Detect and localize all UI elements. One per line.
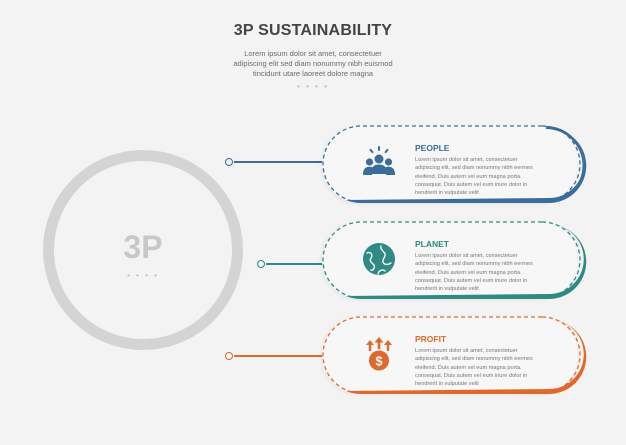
card-background xyxy=(322,316,577,394)
central-dots: • • • • xyxy=(127,271,159,280)
money-growth-icon: $ xyxy=(366,337,392,371)
connector-node-people xyxy=(225,157,233,166)
connector-line-people xyxy=(234,161,324,163)
connector-line-profit xyxy=(234,355,324,357)
page-subtitle: Lorem ipsum dolor sit amet, consectetuer… xyxy=(233,49,393,78)
card-people: PEOPLE Lorem ipsum dolor sit amet, conse… xyxy=(322,125,587,204)
header: 3P SUSTAINABILITY Lorem ipsum dolor sit … xyxy=(0,22,626,91)
card-outline xyxy=(322,221,587,300)
card-outline xyxy=(322,316,587,395)
card-title: PROFIT xyxy=(415,334,447,344)
people-group-icon xyxy=(363,146,395,175)
card-profit: $ PROFIT Lorem ipsum dolor sit amet, con… xyxy=(322,316,587,395)
globe-icon xyxy=(363,243,395,275)
connector-line-planet xyxy=(266,263,324,265)
card-description: Lorem ipsum dolor sit amet, consectetuer… xyxy=(415,157,533,197)
connector-node-profit xyxy=(225,351,233,360)
connector-node-planet xyxy=(257,259,265,268)
central-label: 3P xyxy=(123,229,163,265)
header-dots: • • • • xyxy=(297,82,329,91)
card-planet: PLANET Lorem ipsum dolor sit amet, conse… xyxy=(322,221,587,300)
svg-text:$: $ xyxy=(375,354,383,369)
card-title: PEOPLE xyxy=(415,143,450,153)
card-description: Lorem ipsum dolor sit amet, consectetuer… xyxy=(415,253,533,293)
card-title: PLANET xyxy=(415,239,449,249)
card-description: Lorem ipsum dolor sit amet, consectetuer… xyxy=(415,348,533,388)
central-circle: 3P • • • • xyxy=(43,150,243,350)
card-outline xyxy=(322,125,587,204)
card-background xyxy=(322,125,577,203)
page-title: 3P SUSTAINABILITY xyxy=(233,22,393,39)
